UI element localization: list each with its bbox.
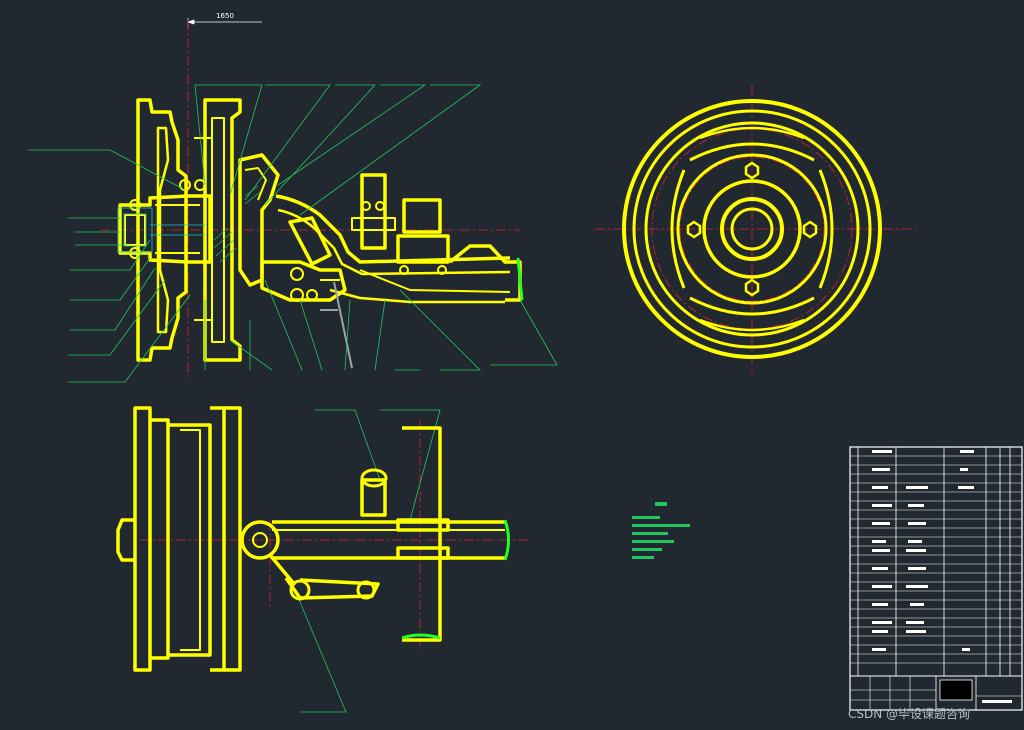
top-view[interactable] bbox=[116, 406, 505, 672]
dimension-value: 1650 bbox=[216, 12, 234, 20]
title-block[interactable] bbox=[849, 446, 1023, 711]
tie-rod bbox=[320, 281, 353, 369]
side-view[interactable] bbox=[622, 99, 882, 359]
top-view-cut-edges bbox=[401, 519, 510, 640]
front-section-view[interactable] bbox=[118, 98, 522, 362]
leader-lines bbox=[28, 84, 558, 713]
top-dimension: 1650 bbox=[186, 12, 262, 28]
watermark: CSDN @毕设课题咨询 bbox=[848, 706, 970, 721]
front-cut-edges bbox=[516, 257, 524, 301]
hub-hidden-lines bbox=[117, 207, 205, 253]
centerlines bbox=[100, 20, 918, 650]
section-hatch bbox=[213, 185, 261, 263]
title-block-text bbox=[872, 450, 1012, 703]
technical-notes bbox=[632, 502, 690, 559]
